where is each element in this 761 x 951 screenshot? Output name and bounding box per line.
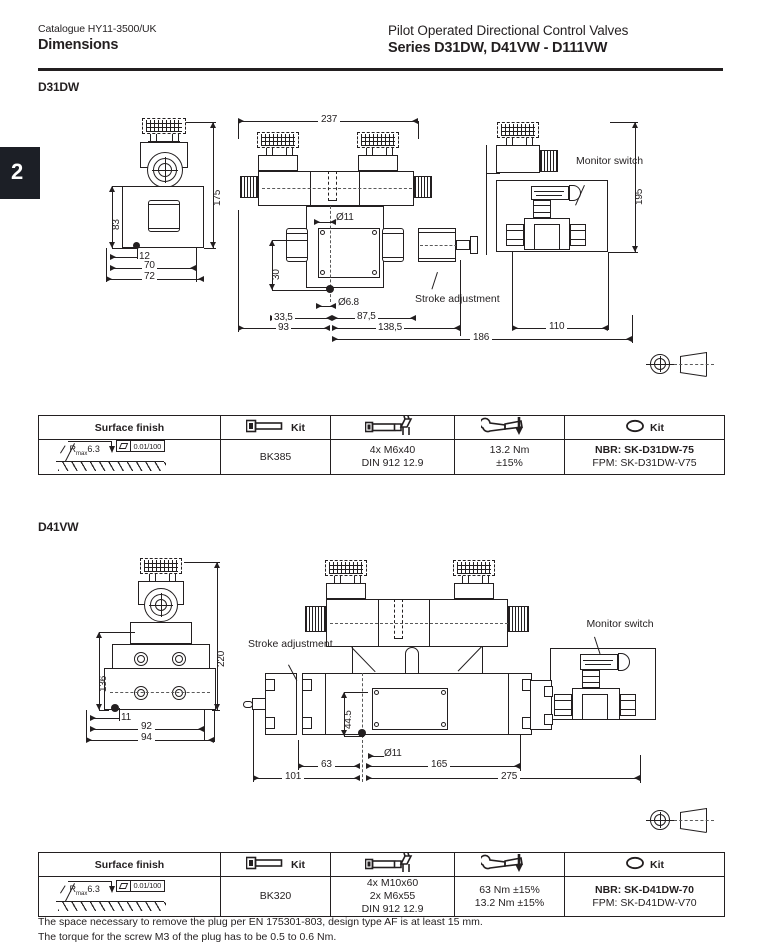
cell-mounting-kit-2: BK320 [220,876,331,917]
roughness-symbol-2: Rmax6.3 0.01/100 [54,879,206,914]
label-stroke-adjustment: Stroke adjustment [415,293,500,305]
col-mounting-kit-2: Kit [220,852,331,877]
roughness-value: Rmax6.3 [69,444,100,457]
dim-63: 63 [318,759,335,770]
cell-torque: 13.2 Nm ±15% [454,439,565,475]
bolt-icon-2 [245,856,286,873]
cell-screws-2: 4x M10x60 2x M6x55 DIN 912 12.9 [330,876,455,917]
torque-wrench-icon [479,416,533,439]
flatness-tolerance: 0.01/100 [133,441,162,451]
dim-dia11-b: Ø11 [384,748,402,759]
section-title-d41vw: D41VW [38,520,79,534]
dim-92: 92 [138,721,155,732]
cell-screws: 4x M6x40 DIN 912 12.9 [330,439,455,475]
roughness-value-2: Rmax6.3 [69,883,100,897]
dim-195: 195 [634,188,645,205]
dim-30: 30 [271,269,282,280]
screw-wrench-icon [364,415,421,439]
dim-dia68: Ø6.8 [338,297,359,308]
seal-kit-nbr: NBR: SK-D31DW-75 [595,444,694,456]
footnote-2: The torque for the screw M3 of the plug … [38,931,337,943]
col-mounting-kit: Kit [220,415,331,440]
page-index-number: 2 [11,159,24,184]
cell-surface-finish-2: Rmax6.3 0.01/100 [38,876,221,917]
kit-table-d31dw: Surface finish Kit [38,415,725,475]
mounting-kit-label: Kit [291,421,305,434]
dim-136: 136 [98,675,109,692]
roughness-symbol: Rmax6.3 0.01/100 [54,440,206,474]
label-stroke-adjustment-2: Stroke adjustment [248,638,333,650]
product-title: Pilot Operated Directional Control Valve… [388,23,629,38]
first-angle-projection-icon-2 [646,808,716,834]
dim-93: 93 [276,322,291,333]
col-seal-kit-2: Kit [564,852,725,877]
dim-101: 101 [282,771,305,782]
flatness-tolerance-2: 0.01/100 [133,881,162,890]
dim-33-5: 33,5 [272,312,295,323]
dim-186: 186 [470,332,493,343]
col-surface-finish-2: Surface finish [38,852,221,877]
section-title-d31dw: D31DW [38,80,80,94]
screw-wrench-icon-2 [364,852,421,876]
dim-70: 70 [142,260,157,271]
dim-dia11: Ø11 [336,212,354,223]
catalogue-number: Catalogue HY11-3500/UK [38,23,157,35]
label-monitor-switch: Monitor switch [576,155,644,167]
label-monitor-switch-2: Monitor switch [586,618,654,630]
seal-kit-nbr-2: NBR: SK-D41DW-70 [595,883,694,896]
cell-seal-kit-2: NBR: SK-D41DW-70 FPM: SK-D41DW-V70 [564,876,725,917]
table-header-row-2: Surface finish Kit [38,852,725,877]
dim-175: 175 [212,189,223,206]
dim-220: 220 [216,650,227,667]
dim-237: 237 [318,114,341,125]
bolt-icon [245,419,286,436]
cell-torque-2: 63 Nm ±15% 13.2 Nm ±15% [454,876,565,917]
dim-87-5: 87,5 [355,311,378,322]
product-series: Series D31DW, D41VW - D111VW [388,40,608,56]
dim-72: 72 [142,271,157,282]
seal-kit-fpm: FPM: SK-D31DW-V75 [592,457,697,469]
seal-kit-fpm-2: FPM: SK-D41DW-V70 [592,896,697,909]
table-data-row-2: Rmax6.3 0.01/100 BK320 4x M10x60 2x M6x5… [38,876,725,917]
col-surface-finish: Surface finish [38,415,221,440]
dim-94: 94 [138,732,155,743]
table-data-row: Rmax6.3 0.01/100 BK385 4x M6x40 DIN 912 … [38,439,725,475]
drawing-d41vw: 220 136 11 92 94 [0,540,761,833]
dim-110: 110 [546,321,568,332]
oring-icon-2 [625,856,645,873]
torque-wrench-icon-2 [479,853,533,876]
cell-mounting-kit: BK385 [220,439,331,475]
col-torque-2 [454,852,565,877]
dim-275: 275 [498,771,521,782]
cell-surface-finish: Rmax6.3 0.01/100 [38,439,221,475]
col-screws [330,415,455,440]
header-divider [38,68,723,71]
cell-seal-kit: NBR: SK-D31DW-75 FPM: SK-D31DW-V75 [564,439,725,475]
col-seal-kit: Kit [564,415,725,440]
dim-12: 12 [139,251,150,262]
dim-11: 11 [121,712,131,723]
footnote-1: The space necessary to remove the plug p… [38,916,483,928]
col-torque [454,415,565,440]
mounting-kit-label-2: Kit [291,858,305,871]
col-screws-2 [330,852,455,877]
seal-kit-label-2: Kit [650,858,664,871]
first-angle-projection-icon [646,352,716,378]
page-index-tab: 2 [0,147,40,199]
oring-icon [625,419,645,436]
table-header-row: Surface finish Kit [38,415,725,440]
section-name: Dimensions [38,37,119,53]
kit-table-d41vw: Surface finish Kit [38,852,725,917]
dim-83: 83 [111,219,122,230]
page-header: Catalogue HY11-3500/UK Dimensions Pilot … [0,0,761,72]
header-left: Catalogue HY11-3500/UK Dimensions [38,22,157,54]
seal-kit-label: Kit [650,421,664,434]
dim-138-5: 138,5 [376,322,405,333]
dim-165: 165 [428,759,451,770]
dim-44-5: 44.5 [343,710,354,729]
header-right: Pilot Operated Directional Control Valve… [388,22,628,57]
drawing-d31dw: 175 83 12 70 72 [0,100,761,377]
